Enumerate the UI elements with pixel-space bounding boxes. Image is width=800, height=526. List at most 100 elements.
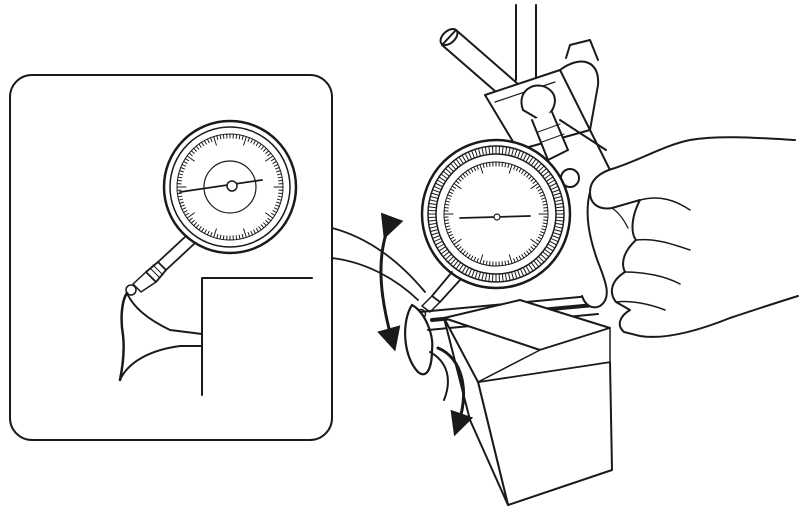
inset-gauge-stem <box>158 236 194 270</box>
dial-tick <box>489 262 490 266</box>
dial-tick <box>261 146 264 149</box>
dial-tick <box>268 218 271 221</box>
dial-tick <box>220 135 221 139</box>
dial-tick <box>271 159 274 161</box>
inset-valve-icon <box>120 293 202 380</box>
inset-dial-gauge-icon <box>126 121 296 295</box>
dial-tick <box>266 151 269 154</box>
dial-tick <box>184 161 188 163</box>
dial-tick <box>239 235 240 239</box>
dial-tick <box>177 193 181 194</box>
dial-tick <box>266 221 269 224</box>
dial-tick <box>185 159 188 161</box>
dial-tick <box>194 148 197 151</box>
dial-tick <box>278 196 282 197</box>
dial-tick <box>196 225 199 228</box>
dial-tick <box>214 137 217 146</box>
dial-tick <box>178 177 182 178</box>
dial-tick <box>189 153 192 156</box>
dial-tick <box>273 211 277 213</box>
dial-tick <box>251 231 253 235</box>
dial-tick <box>278 177 282 178</box>
dial-tick <box>181 205 185 206</box>
v-block-icon <box>444 300 612 505</box>
dial-tick <box>210 233 211 237</box>
dial-tick <box>196 146 199 149</box>
dial-tick <box>189 218 192 221</box>
dial-tick <box>242 136 243 140</box>
dial-tick <box>544 207 548 208</box>
dial-tick <box>202 142 204 145</box>
dial-tick <box>179 199 183 200</box>
dial-tick <box>276 167 280 168</box>
dial-tick <box>544 220 548 221</box>
inset-needle <box>180 180 262 192</box>
dial-tick <box>444 207 448 208</box>
dial-tick <box>264 223 267 226</box>
dial-tick <box>276 205 280 206</box>
dial-tick <box>444 220 448 221</box>
dial-tick <box>489 162 490 166</box>
dial-tick <box>502 162 503 166</box>
dial-tick <box>279 180 283 181</box>
dial-tick <box>242 234 243 238</box>
dial-tick <box>244 137 247 146</box>
detail-inset <box>10 75 332 440</box>
dial-tick <box>279 193 283 194</box>
dial-tick <box>220 235 221 239</box>
dial-tick <box>204 141 206 145</box>
dial-tick <box>259 144 261 147</box>
dial-tick <box>256 228 258 231</box>
dial-tick <box>178 196 182 197</box>
inset-v-block-icon <box>202 278 312 395</box>
dial-tick <box>236 236 237 240</box>
dial-tick <box>217 136 218 140</box>
dial-tick <box>274 208 278 210</box>
dial-tick <box>210 138 211 142</box>
dial-tick <box>204 230 206 234</box>
dial-tick <box>214 229 217 238</box>
dial-tick <box>254 141 256 145</box>
main-dial-gauge-icon <box>417 140 571 319</box>
dial-tick <box>277 171 281 172</box>
dial-tick <box>223 236 224 240</box>
inset-frame <box>10 75 332 440</box>
dial-tick <box>185 213 188 215</box>
dial-tick <box>274 164 278 166</box>
dial-tick <box>194 223 197 226</box>
dial-tick <box>277 199 281 200</box>
dial-tick <box>191 221 194 224</box>
dial-tick <box>261 225 264 228</box>
dial-tick <box>223 134 224 138</box>
dial-tick <box>502 262 503 266</box>
dial-tick <box>217 234 218 238</box>
dial-tick <box>254 230 256 234</box>
dial-tick <box>182 208 186 210</box>
dial-tick <box>182 164 186 166</box>
dial-tick <box>180 202 184 203</box>
dial-tick <box>268 153 271 156</box>
dial-tick <box>264 148 267 151</box>
dial-tick <box>256 142 258 145</box>
dial-tick <box>207 231 209 235</box>
dial-tick <box>248 233 249 237</box>
dial-tick <box>191 151 194 154</box>
dial-tick <box>199 227 201 230</box>
dial-tick <box>177 180 181 181</box>
dial-tick <box>251 139 253 143</box>
dial-tick <box>199 144 201 147</box>
dial-tick <box>236 134 237 138</box>
dial-tick <box>259 227 261 230</box>
dial-tick <box>271 213 274 215</box>
dial-tick <box>184 211 188 213</box>
dial-tick <box>273 161 277 163</box>
hand-icon <box>582 137 798 337</box>
dial-tick <box>277 174 281 175</box>
dial-tick <box>207 139 209 143</box>
dial-tick <box>277 202 281 203</box>
dial-tick <box>179 174 183 175</box>
dial-tick <box>248 138 249 142</box>
dial-tick <box>180 171 184 172</box>
